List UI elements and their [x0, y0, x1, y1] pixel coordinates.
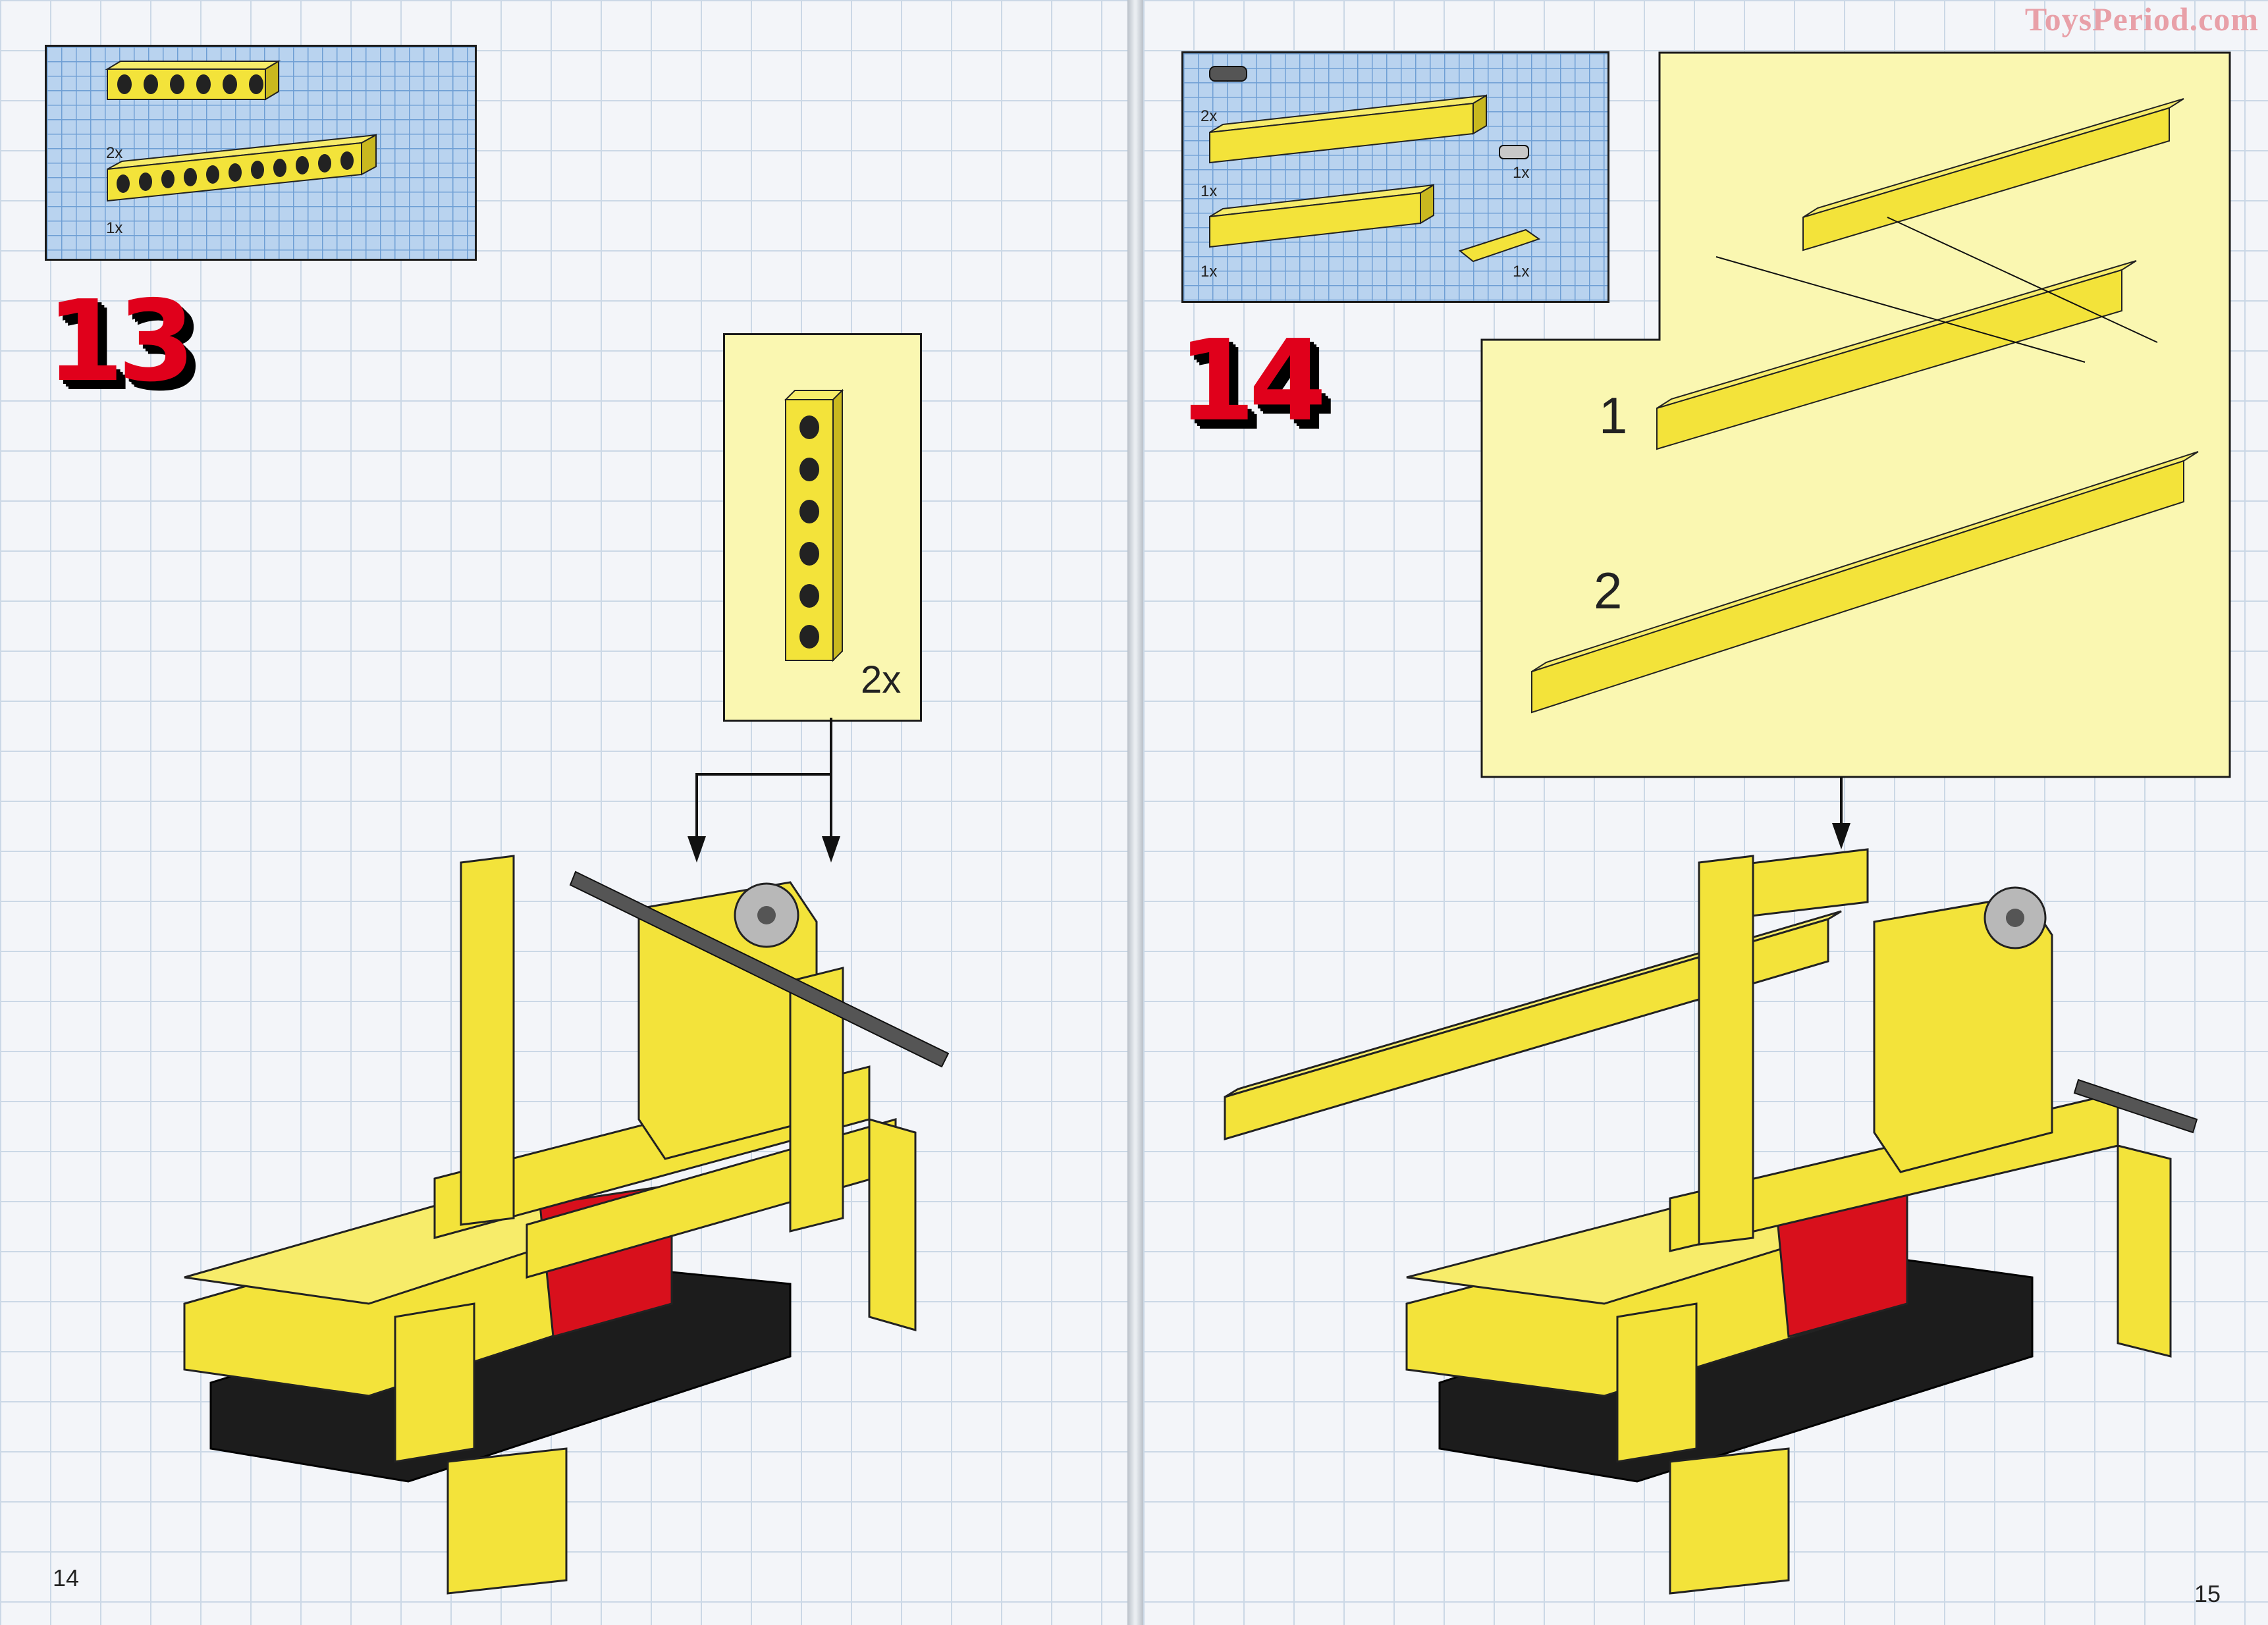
- book-gutter: [1127, 0, 1143, 1625]
- inventory-parts-drawing: [105, 60, 377, 202]
- vertical-beam-drawing: [784, 388, 844, 662]
- parts-inventory: 2x 1x: [45, 45, 477, 261]
- beam-middle-drawing: [1656, 260, 2137, 450]
- inventory-qty: 1x: [1201, 263, 1218, 280]
- inventory-parts-drawing: [1209, 66, 1541, 263]
- sub-assembly-callout: 2x: [723, 333, 922, 722]
- inventory-qty: 1x: [106, 219, 123, 237]
- model-step-13: [183, 855, 950, 1595]
- beam-upper-drawing: [1802, 98, 2184, 252]
- watermark: ToysPeriod.com: [2024, 1, 2259, 38]
- long-arm-beam: [1224, 910, 1842, 1141]
- right-page: 2x 1x 1x 1x 1x 14 1 2: [1143, 0, 2268, 1625]
- page-number: 15: [2194, 1580, 2221, 1607]
- beam-lower-drawing: [1531, 451, 2199, 714]
- step-number: 13: [46, 277, 196, 407]
- inventory-qty: 1x: [1513, 263, 1530, 280]
- callout-qty: 2x: [861, 658, 902, 701]
- inventory-qty: 1x: [1513, 164, 1530, 182]
- inventory-qty: 2x: [1201, 107, 1218, 125]
- sub-assembly-callout: [1480, 51, 2231, 778]
- left-arrows: [688, 718, 840, 863]
- connector-peg-icon: [1209, 66, 1247, 82]
- beam-10-icon: [1209, 184, 1434, 248]
- left-page: 2x 1x 13 2x: [0, 0, 1127, 1625]
- crank-icon: [1458, 228, 1541, 263]
- beam-6-icon: [105, 60, 281, 101]
- model-step-14: [1224, 848, 2198, 1595]
- substep-label: 2: [1594, 562, 1623, 620]
- inventory-qty: 2x: [106, 144, 123, 162]
- axle-pin-icon: [1499, 145, 1529, 159]
- right-arrows: [1832, 777, 1850, 849]
- beam-12-icon: [1209, 94, 1487, 164]
- inventory-qty: 1x: [1201, 182, 1218, 200]
- substep-label: 1: [1599, 386, 1628, 444]
- step-number: 14: [1177, 316, 1327, 446]
- page-number: 14: [53, 1564, 80, 1591]
- parts-inventory: 2x 1x 1x 1x 1x: [1181, 51, 1609, 303]
- beam-12-icon: [107, 134, 377, 202]
